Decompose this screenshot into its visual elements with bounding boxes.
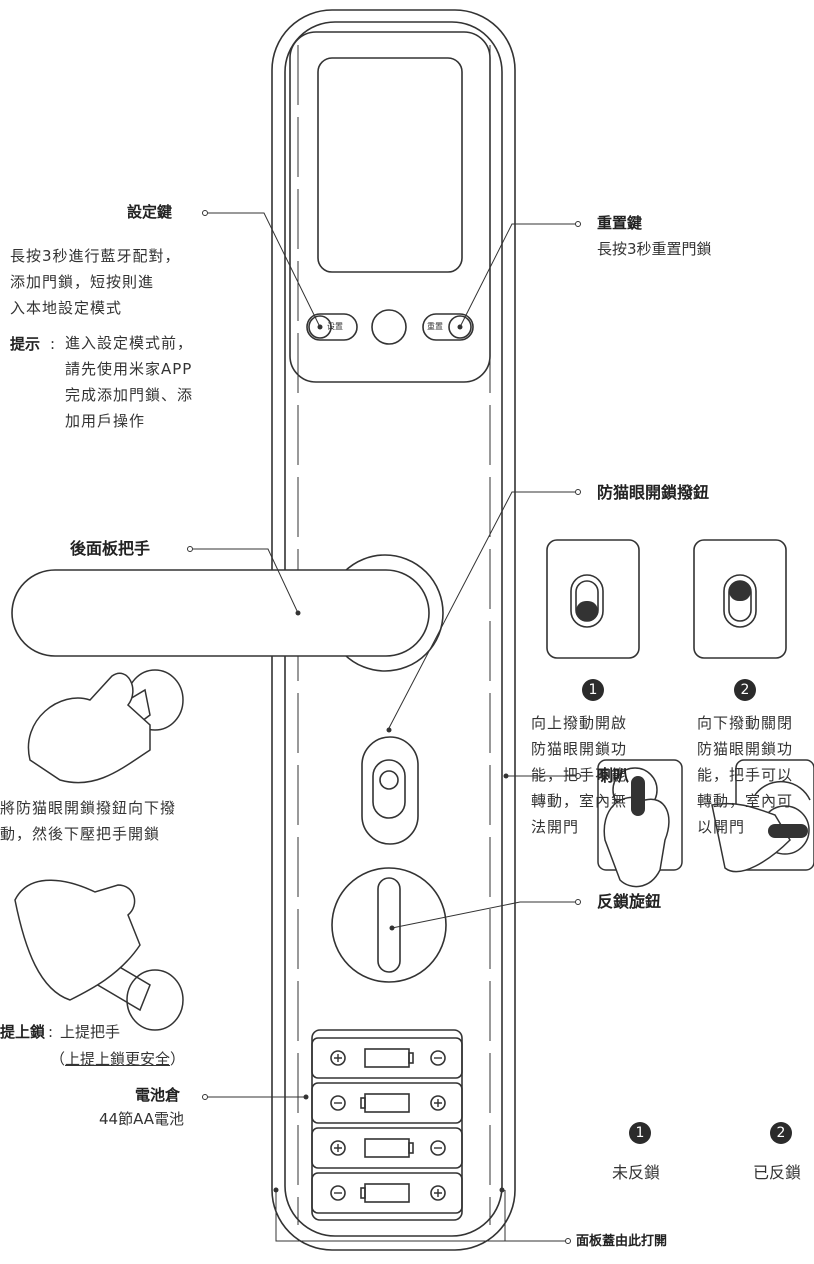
reset-button-shape	[422, 313, 474, 341]
battery-compartment	[311, 1029, 463, 1221]
setup-button-shape	[306, 313, 358, 341]
deadlock-option-2-number: 2	[770, 1122, 792, 1144]
setup-tip-label: 提示	[10, 335, 41, 353]
anti-cat-eye-option-2-illustration	[693, 539, 787, 659]
setup-key-title: 設定鍵	[127, 203, 173, 221]
reset-button-label: 重置	[427, 322, 443, 331]
speaker-title: 喇叭	[597, 766, 630, 785]
anti-cat-eye-option-1-text: 向上撥動開啟 防猫眼開鎖功 能，把手不能 轉動，室內無 法開門	[531, 714, 628, 836]
panel-cover-title: 面板蓋由此打開	[576, 1234, 668, 1249]
unlock-hint: 將防猫眼開鎖撥鈕向下撥 動，然後下壓把手開鎖	[0, 799, 177, 843]
display-screen	[317, 57, 463, 273]
anti-cat-eye-option-1-number: 1	[582, 679, 604, 701]
battery-title: 電池倉	[135, 1086, 181, 1104]
deadlock-knob-title: 反鎖旋鈕	[597, 892, 662, 911]
anti-cat-eye-option-2-text: 向下撥動關閉 防猫眼開鎖功 能，把手可以 轉動，室內可 以開門	[697, 714, 794, 836]
battery-desc: 44節AA電池	[99, 1110, 185, 1128]
deadlock-knob-shape	[331, 867, 447, 983]
lift-lock-note-line: （上提上鎖更安全）	[50, 1050, 186, 1068]
anti-cat-eye-option-2-number: 2	[734, 679, 756, 701]
reset-key-desc: 長按3秒重置門鎖	[597, 240, 712, 258]
anti-cat-eye-title: 防猫眼開鎖撥鈕	[597, 483, 710, 502]
deadlock-option-1-label: 未反鎖	[612, 1163, 661, 1182]
setup-tip-colon: :	[50, 335, 56, 353]
rear-handle-title: 後面板把手	[70, 539, 151, 558]
setup-key-desc: 長按3秒進行藍牙配對， 添加門鎖，短按則進 入本地設定模式	[10, 247, 181, 317]
setup-button-label: 设置	[327, 322, 343, 331]
rear-handle	[11, 569, 430, 657]
anti-cat-eye-housing	[361, 736, 419, 845]
lift-lock-colon: :	[48, 1023, 54, 1041]
lift-lock-text: 上提把手	[60, 1023, 121, 1041]
anti-cat-eye-option-1-illustration	[546, 539, 640, 659]
deadlock-option-1-number: 1	[629, 1122, 651, 1144]
lift-lock-note: 上提上鎖更安全	[65, 1050, 171, 1068]
lift-lock-label: 提上鎖	[0, 1023, 46, 1041]
reset-key-title: 重置鍵	[597, 214, 643, 232]
deadlock-option-2-label: 已反鎖	[753, 1163, 802, 1182]
center-button	[371, 309, 407, 345]
setup-tip-text: 進入設定模式前， 請先使用米家APP 完成添加門鎖、添 加用戶操作	[65, 334, 194, 430]
display-module	[289, 31, 491, 383]
